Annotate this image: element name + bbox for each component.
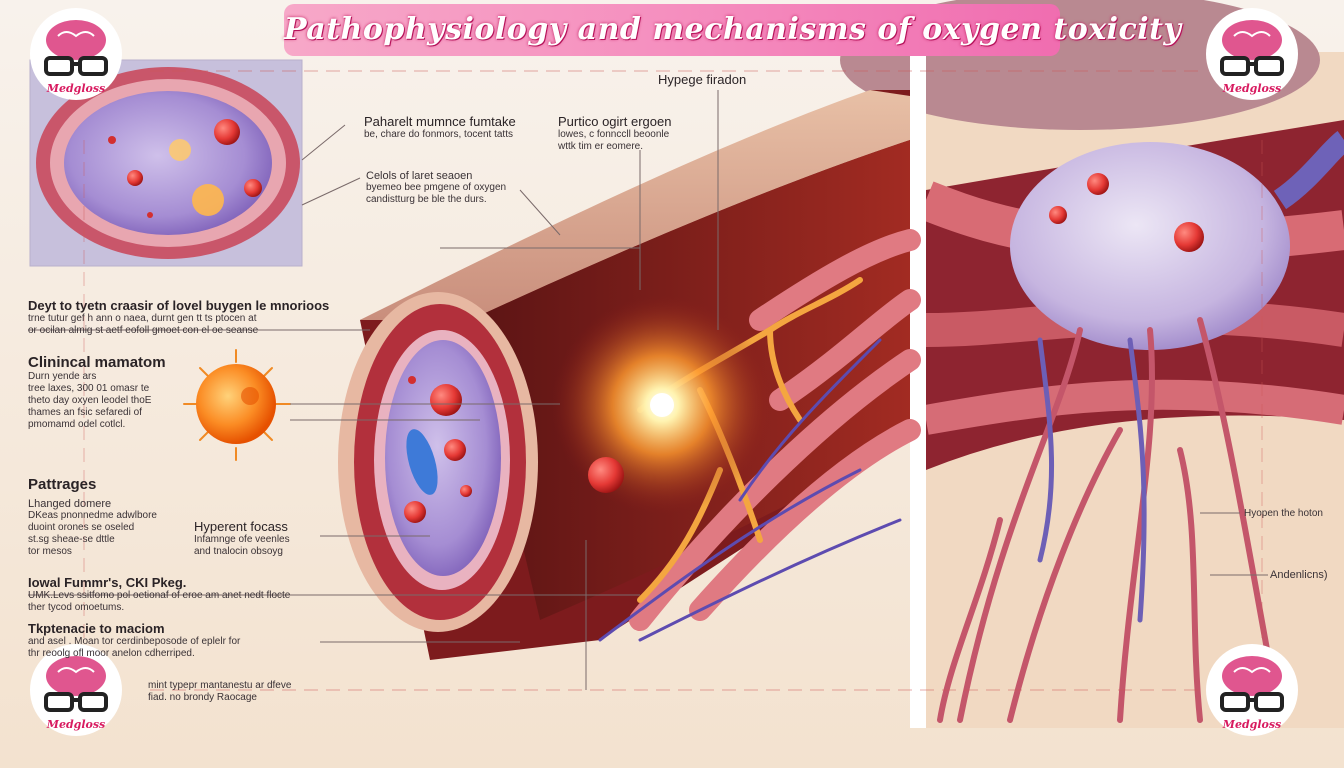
annotation-line: Hyopen the hoton [1244, 508, 1323, 519]
annotation-line: lowes, c fonnccll beoonle [558, 129, 670, 140]
annotation-line: tor mesos [28, 546, 72, 557]
annotation-line: UMK.Levs ssitfomo pol oetionaf of eroe a… [28, 590, 291, 601]
annotation-line: pmomamd odel cotlcl. [28, 419, 126, 430]
annotation-line: Durn yende ars [28, 371, 97, 382]
annotation-center-low: Hyperent focass Infamnge ofe veenles and… [194, 519, 290, 558]
annotation-line: theto day oxyen leodel thoE [28, 395, 152, 406]
annotation-line: and tnalocin obsoyg [194, 546, 283, 557]
annotation-left-1: Deyt to tyetn craasir of lovel buygen le… [28, 298, 329, 337]
annotation-left-6: Tkptenacie to maciom and asel . Moan tor… [28, 621, 240, 660]
annotation-line: thames an fsic sefaredi of [28, 407, 142, 418]
annotation-title: Clinincal mamatom [28, 354, 166, 371]
annotation-line: be, chare do fonmors, tocent tatts [364, 129, 513, 140]
brand-logo-top-left: Medgloss [28, 6, 124, 102]
annotation-right-2: Andenlicns) [1270, 569, 1327, 581]
annotation-line: duoint orones se oseled [28, 522, 135, 533]
annotation-title: Celols of laret seaoen [366, 170, 473, 182]
annotation-cell: Celols of laret seaoen byemeo bee pmgene… [366, 170, 506, 206]
annotation-line: mint typepr mantanestu ar dfeve [148, 680, 292, 691]
brain-glasses-icon [1206, 644, 1298, 736]
annotation-right-1: Hyopen the hoton [1244, 508, 1323, 520]
annotation-title: Iowal Fummr's, CKI Pkeg. [28, 575, 187, 590]
annotation-title: Pattrages [28, 476, 97, 493]
brain-glasses-icon [30, 644, 122, 736]
annotation-line: thr reoolg ofl moor anelon cdherriped. [28, 648, 195, 659]
brand-name: Medgloss [1222, 718, 1282, 731]
title-banner: Pathophysiology and mechanisms of oxygen… [284, 4, 1182, 56]
annotation-line: candistturg be ble the durs. [366, 194, 487, 205]
annotation-title: Paharelt mumnce fumtake [364, 114, 516, 129]
annotation-line: st.sg sheae-se dttle [28, 534, 115, 545]
annotation-left-5: Iowal Fummr's, CKI Pkeg. UMK.Levs ssitfo… [28, 575, 290, 614]
annotation-left-3: Pattrages [28, 476, 96, 493]
annotation-line: and asel . Moan tor cerdinbeposode of ep… [28, 636, 241, 647]
annotation-top-center-1: Paharelt mumnce fumtake be, chare do fon… [364, 114, 516, 141]
brand-logo-bottom-right: Medgloss [1204, 642, 1300, 738]
annotation-title: Hypege firadon [658, 72, 747, 87]
annotation-line: DKeas pnonnedme adwlbore [28, 510, 157, 521]
annotation-line: or ocilan almig st aetf eofoll gmoet con… [28, 325, 259, 336]
brain-glasses-icon [1206, 8, 1298, 100]
annotation-top-right: Hypege firadon [658, 72, 746, 87]
annotation-line: Infamnge ofe veenles [194, 534, 290, 545]
annotation-line: trne tutur gef h ann o naea, durnt gen t… [28, 313, 257, 324]
brand-name: Medgloss [1222, 82, 1282, 95]
annotation-left-2: Clinincal mamatom Durn yende ars tree la… [28, 354, 166, 431]
brand-name: Medgloss [46, 82, 106, 95]
annotation-line: wttk tim er eomere. [558, 141, 644, 152]
annotation-left-7: mint typepr mantanestu ar dfeve fiad. no… [148, 680, 291, 704]
page-title: Pathophysiology and mechanisms of oxygen… [284, 12, 1182, 47]
annotation-title: Deyt to tyetn craasir of lovel buygen le… [28, 298, 330, 313]
annotation-line: Andenlicns) [1270, 569, 1328, 581]
brand-logo-top-right: Medgloss [1204, 6, 1300, 102]
brain-glasses-icon [30, 8, 122, 100]
annotation-title: Lhanged domere [28, 498, 112, 510]
annotation-line: tree laxes, 300 01 omasr te [28, 383, 150, 394]
annotation-title: Hyperent focass [194, 519, 288, 534]
annotation-line: fiad. no brondy Raocage [148, 692, 257, 703]
annotation-line: ther tycod omoetums. [28, 602, 125, 613]
annotation-title: Purtico ogirt ergoen [558, 114, 672, 129]
annotation-left-4: Lhanged domere DKeas pnonnedme adwlbore … [28, 498, 157, 558]
brand-logo-bottom-left: Medgloss [28, 642, 124, 738]
annotation-line: byemeo bee pmgene of oxygen [366, 182, 507, 193]
annotation-top-center-2: Purtico ogirt ergoen lowes, c fonnccll b… [558, 114, 671, 153]
annotation-title: Tkptenacie to maciom [28, 621, 165, 636]
brand-name: Medgloss [46, 718, 106, 731]
